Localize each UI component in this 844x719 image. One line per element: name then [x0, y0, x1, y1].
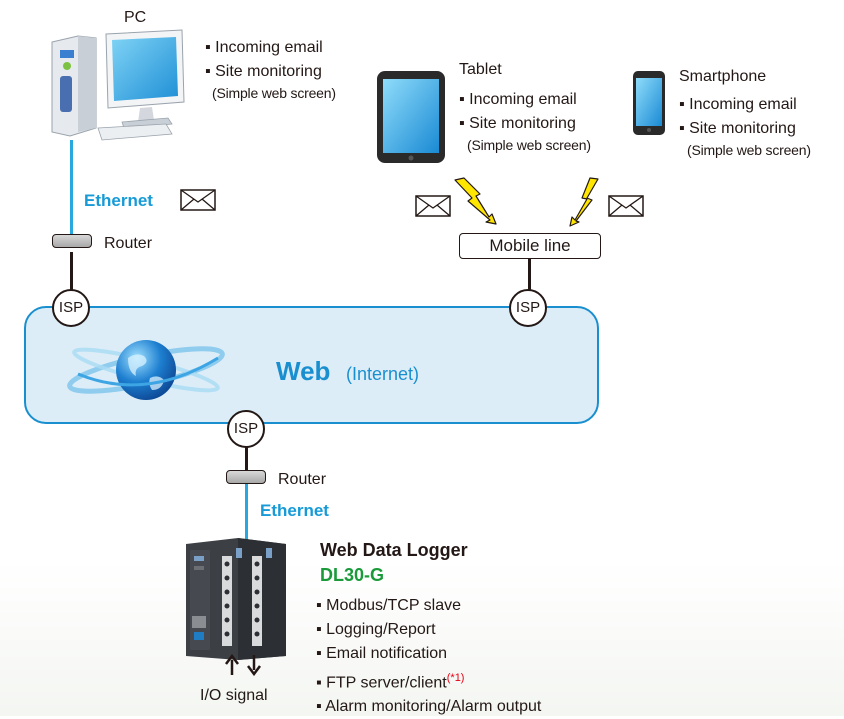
smartphone-feature-list: ▪ Incoming email ▪ Site monitoring (Simp…: [679, 93, 811, 160]
tablet-icon: [377, 71, 445, 163]
tablet-label: Tablet: [459, 61, 502, 78]
isp-node-bottom: ISP: [227, 410, 265, 448]
globe-icon: [67, 340, 225, 400]
pc-computer-icon: [51, 29, 185, 141]
ethernet-line-logger: [245, 484, 248, 540]
email-envelope-icon-tablet: [415, 195, 451, 217]
lightning-icon-right: [569, 177, 599, 227]
logger-feature-item: ▪ Modbus/TCP slave: [316, 597, 461, 614]
wan-line-bottom: [245, 446, 248, 472]
router-label-bottom: Router: [278, 471, 327, 488]
web-title: Web: [276, 356, 331, 386]
lightning-icon-left: [454, 177, 497, 225]
pc-label: PC: [124, 9, 147, 26]
email-envelope-icon: [180, 189, 216, 211]
ethernet-label-bottom: Ethernet: [260, 501, 329, 520]
isp-node-left: ISP: [52, 289, 90, 327]
footnote-marker: (*1): [446, 672, 465, 684]
smartphone-feature-item: ▪ Site monitoring: [679, 119, 796, 137]
router-icon-top: [52, 234, 92, 248]
pc-feature-note: (Simple web screen): [212, 85, 336, 101]
web-subtitle: (Internet): [346, 364, 420, 384]
router-icon-bottom: [226, 470, 266, 484]
pc-feature-item: ▪ Site monitoring: [205, 62, 322, 80]
ethernet-label-top: Ethernet: [84, 191, 153, 210]
isp-node-right: ISP: [509, 289, 547, 327]
logger-title: Web Data Logger: [320, 540, 468, 560]
mobile-line-box: Mobile line: [459, 233, 601, 259]
ethernet-line-pc: [70, 140, 73, 240]
mobile-line-link: [528, 259, 531, 292]
io-signal-label: I/O signal: [200, 687, 268, 704]
logger-feature-item: ▪ FTP server/client(*1): [316, 672, 465, 692]
logger-feature-item: ▪ Alarm monitoring/Alarm output: [316, 698, 542, 716]
pc-feature-list: ▪ Incoming email ▪ Site monitoring (Simp…: [205, 36, 336, 103]
data-logger-device-icon: [186, 538, 286, 660]
logger-model: DL30-G: [320, 565, 385, 585]
logger-feature-list: ▪ Modbus/TCP slave ▪ Logging/Report ▪ Em…: [316, 594, 541, 719]
smartphone-feature-note: (Simple web screen): [687, 142, 811, 158]
email-envelope-icon-phone: [608, 195, 644, 217]
wan-line-left: [70, 252, 73, 292]
io-arrows-icon: [225, 654, 261, 676]
smartphone-feature-item: ▪ Incoming email: [679, 96, 797, 113]
logger-feature-item: ▪ Email notification: [316, 645, 448, 662]
tablet-feature-note: (Simple web screen): [467, 137, 591, 153]
router-label-top: Router: [104, 235, 153, 252]
smartphone-label: Smartphone: [679, 68, 767, 85]
smartphone-icon: [633, 71, 665, 135]
pc-feature-item: ▪ Incoming email: [205, 39, 323, 56]
tablet-feature-item: ▪ Incoming email: [459, 91, 577, 108]
tablet-feature-list: ▪ Incoming email ▪ Site monitoring (Simp…: [459, 88, 591, 155]
tablet-feature-item: ▪ Site monitoring: [459, 114, 576, 132]
logger-feature-item: ▪ Logging/Report: [316, 621, 436, 638]
